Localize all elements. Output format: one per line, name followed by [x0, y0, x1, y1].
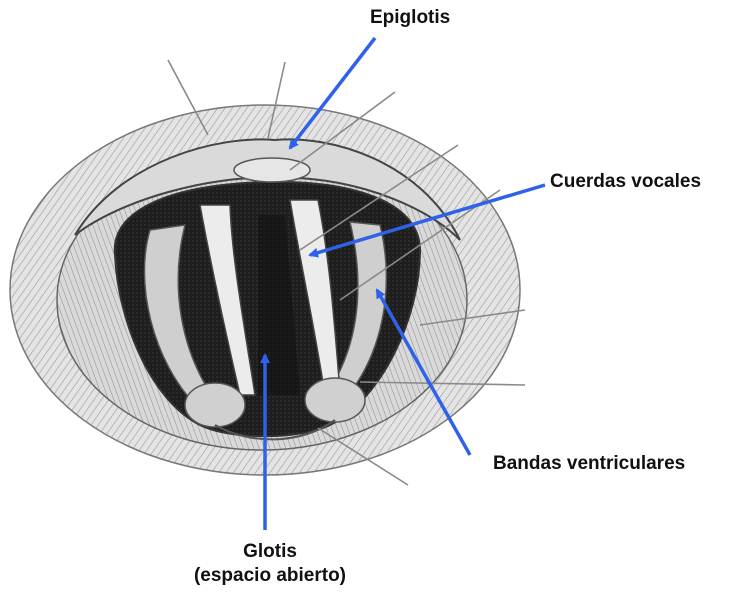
epiglottis-tubercle	[234, 158, 310, 182]
label-cuerdas-vocales: Cuerdas vocales	[550, 170, 701, 194]
arytenoid-left	[185, 383, 245, 427]
label-glotis: Glotis (espacio abierto)	[185, 540, 355, 588]
label-epiglotis: Epiglotis	[370, 6, 450, 30]
arytenoid-right	[305, 378, 365, 422]
label-bandas-ventriculares: Bandas ventriculares	[493, 452, 685, 476]
label-glotis-line2: (espacio abierto)	[185, 564, 355, 588]
label-glotis-line1: Glotis	[185, 540, 355, 564]
